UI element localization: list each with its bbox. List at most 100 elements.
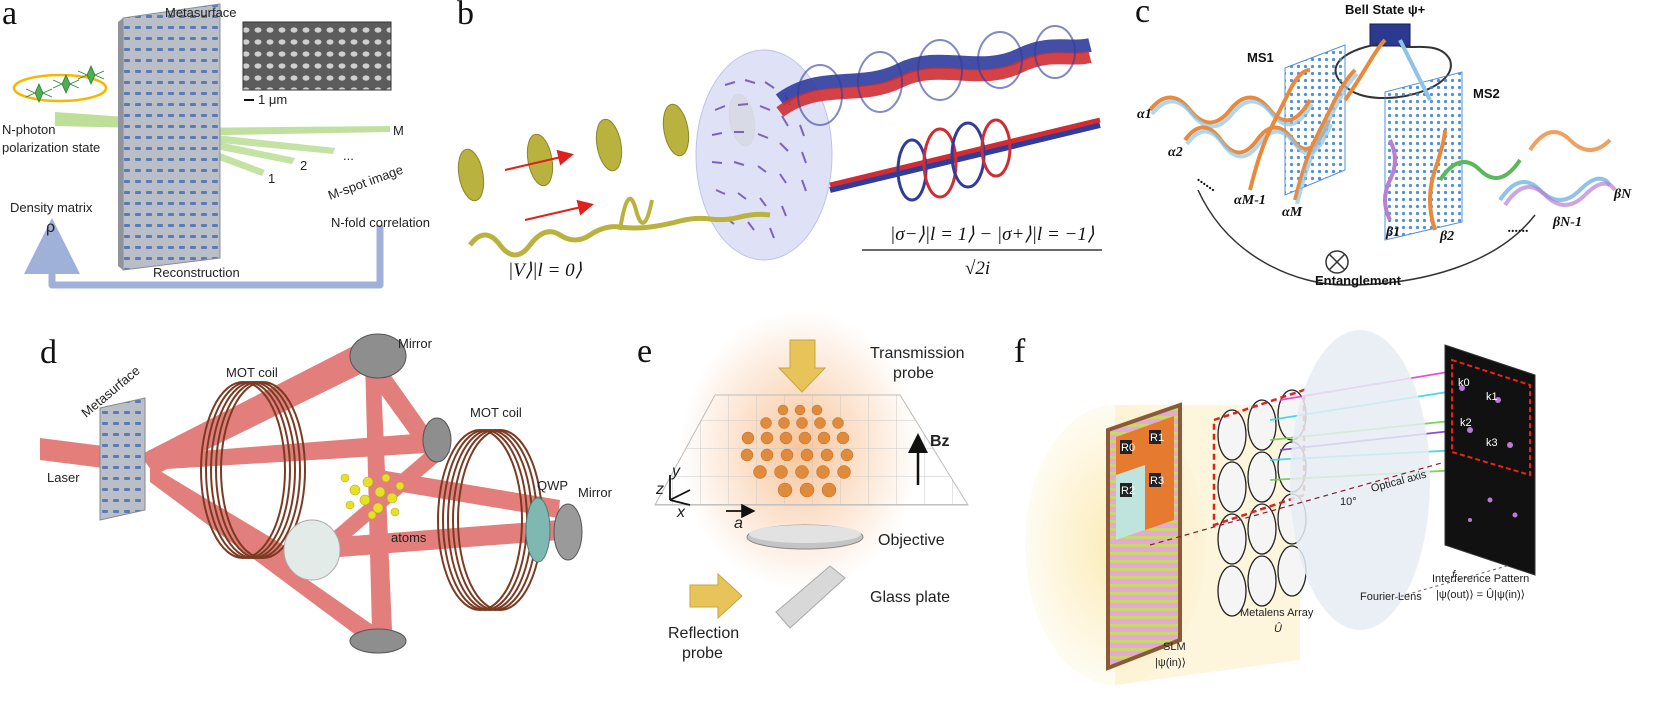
r1-tag — [1149, 430, 1161, 444]
spot-dots-label: ... — [343, 148, 354, 163]
axes-icon — [669, 475, 691, 506]
scalebar-label: 1 μm — [258, 92, 287, 107]
objective-lens-top — [749, 525, 861, 543]
reconstruction-arrow — [24, 218, 384, 289]
photon-star-icon — [25, 65, 105, 103]
panel-b: b |V⟩|l = 0⟩ — [457, 0, 1102, 281]
output-helix — [896, 118, 1012, 202]
polarization-ellipse — [662, 103, 690, 157]
interference-region — [1451, 358, 1531, 477]
viewport-window — [283, 519, 341, 581]
axis-z-label: z — [655, 481, 664, 498]
k3-label: k3 — [1486, 437, 1498, 449]
r1-label: R1 — [1150, 432, 1164, 444]
panel-f-letter: f — [1014, 333, 1026, 370]
reflection-probe-arrow — [689, 572, 743, 620]
laser-label: Laser — [47, 470, 80, 485]
input-state-formula: |V⟩|l = 0⟩ — [508, 260, 583, 281]
beta-1-label: β1 — [1385, 225, 1400, 240]
atom-cloud — [340, 473, 405, 520]
metasurface-slab — [122, 3, 221, 271]
interference-spots — [1459, 385, 1518, 522]
k0-label: k0 — [1458, 377, 1470, 389]
correlation-label: N-fold correlation — [331, 215, 430, 230]
fourier-lens — [1290, 330, 1430, 630]
spot-1-label: 1 — [268, 171, 275, 186]
mot-coil-right-label: MOT coil — [470, 405, 522, 420]
panel-a: a 1 μm Metasurface N-photon polarization… — [2, 0, 430, 289]
mot-coil-left-label: MOT coil — [226, 365, 278, 380]
mirror-top-label: Mirror — [398, 336, 433, 351]
input-wave-peak — [618, 196, 654, 231]
transmission-label-1: Transmission — [870, 345, 965, 362]
polarization-arrow — [524, 199, 594, 221]
relation-label: |ψ(out)⟩ = Û|ψ(in)⟩ — [1436, 588, 1525, 601]
r2-label: R2 — [1121, 485, 1135, 497]
k1-label: k1 — [1486, 391, 1498, 403]
lattice-spacing-label: a — [734, 515, 743, 532]
transmission-label-2: probe — [893, 365, 934, 382]
beam-m — [170, 126, 390, 136]
panel-d: d — [40, 333, 613, 654]
panel-d-letter: d — [40, 334, 57, 371]
density-matrix-label: Density matrix — [10, 200, 93, 215]
alpha-2-label: α2 — [1168, 145, 1183, 160]
axis-y-label: y — [671, 463, 681, 480]
k2-label: k2 — [1460, 417, 1472, 429]
angle-label: 10° — [1340, 496, 1357, 508]
sem-inset-image — [242, 21, 392, 91]
r3-label: R3 — [1150, 475, 1164, 487]
panel-f: f R0 R1 R2 R3 — [1014, 330, 1536, 685]
helical-wavefront-blue — [775, 38, 1092, 106]
atom-lattice — [740, 404, 854, 498]
alpha-m1-label: αM-1 — [1234, 193, 1266, 208]
helical-wavefront-red — [776, 51, 1092, 117]
output-beam-red — [829, 117, 1101, 188]
polarization-ellipse — [457, 148, 485, 202]
beta-2-label: β2 — [1439, 229, 1454, 244]
mirror-top — [349, 333, 407, 379]
spot-2-label: 2 — [300, 158, 307, 173]
atoms-label: atoms — [391, 530, 427, 545]
metalens-label: Metalens Array — [1240, 607, 1314, 619]
m-spot-image-label: M-spot image — [326, 162, 405, 203]
input-label-line1: N-photon — [2, 122, 55, 137]
alpha-m-label: αM — [1282, 205, 1303, 220]
photon-paths — [1148, 38, 1617, 231]
r3-tag — [1149, 473, 1161, 487]
ms1-metasurface — [1284, 44, 1346, 196]
mirror-mid — [422, 417, 452, 463]
metasurface-edge — [118, 18, 123, 270]
mirror-right — [553, 503, 583, 561]
polarization-arrow — [504, 149, 574, 171]
rho-symbol: ρ — [46, 219, 55, 236]
slm-region-r2 — [1116, 465, 1145, 540]
axis-x-label: x — [676, 504, 686, 521]
focal-length-label: f — [1452, 569, 1456, 581]
bell-state-label: Bell State ψ+ — [1345, 2, 1426, 17]
mirror-right-label: Mirror — [578, 485, 613, 500]
lattice-plane — [654, 394, 969, 506]
bfield-label: Bz — [930, 433, 950, 450]
alpha-1-label: α1 — [1137, 107, 1152, 122]
slm-label: SLM — [1163, 641, 1186, 653]
qwp-plate — [525, 497, 551, 563]
nanopillar-array — [711, 79, 807, 239]
r0-label: R0 — [1121, 442, 1135, 454]
polarization-ellipse — [526, 133, 554, 187]
ms2-label: MS2 — [1473, 86, 1500, 101]
input-label-line2: polarization state — [2, 140, 100, 155]
entanglement-label: Entanglement — [1315, 273, 1402, 288]
tensor-product-cross — [1328, 253, 1346, 271]
glass-plate — [775, 565, 846, 629]
photon-state-ring — [12, 73, 108, 103]
transmission-probe-arrow — [777, 339, 827, 393]
objective-label: Objective — [878, 532, 945, 549]
reconstruction-label: Reconstruction — [153, 265, 240, 280]
beta-n-label: βN — [1613, 187, 1632, 202]
reflection-label-2: probe — [682, 645, 723, 662]
focal-length-line — [1394, 564, 1511, 599]
entanglement-arc — [1197, 189, 1536, 286]
metasurface-label: Metasurface — [165, 5, 237, 20]
